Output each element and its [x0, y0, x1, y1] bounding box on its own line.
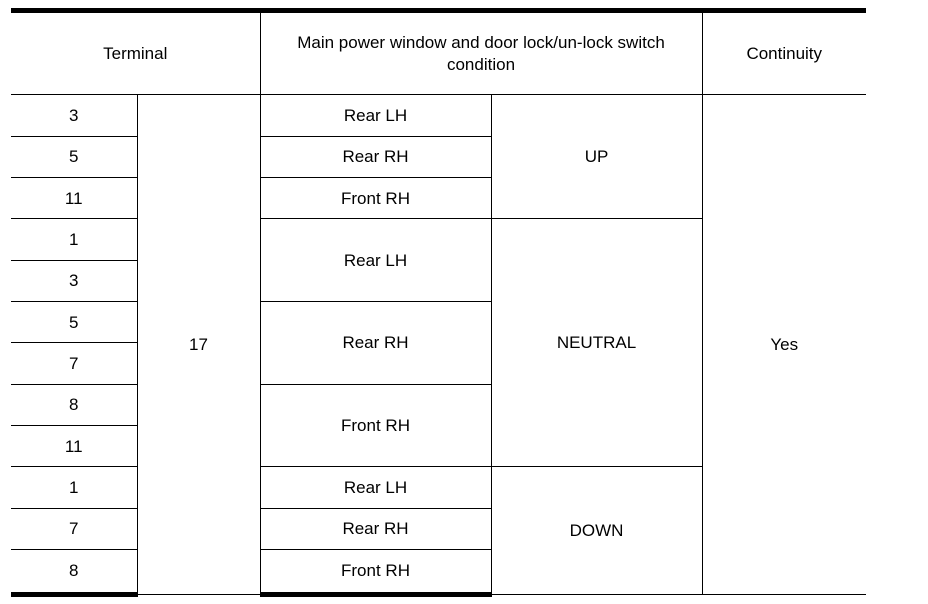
door-cell: Rear RH	[259, 135, 492, 179]
door-cell: Rear RH	[259, 301, 492, 385]
condition-cell-neutral: NEUTRAL	[490, 218, 703, 468]
door-cell: Rear RH	[259, 507, 492, 550]
terminal-cell: 3	[11, 259, 138, 303]
table-row: 8 Front RH	[11, 383, 866, 468]
door-cell: Front RH	[259, 548, 492, 598]
terminal-cell: 5	[11, 135, 138, 179]
condition-cell-up: UP	[490, 94, 703, 220]
terminal-cell: 11	[11, 424, 138, 468]
continuity-spec-table: Terminal Main power window and door lock…	[11, 7, 866, 598]
terminal-cell: 1	[11, 466, 138, 509]
table-row: 1 Rear LH DOWN	[11, 466, 866, 595]
door-cell: Rear LH	[259, 466, 492, 509]
continuity-cell: Yes	[701, 94, 866, 595]
terminal-cell: 11	[11, 177, 138, 220]
header-terminal: Terminal	[11, 7, 261, 96]
door-cell: Front RH	[259, 177, 492, 220]
terminal-cell: 1	[11, 218, 138, 261]
header-switch-condition: Main power window and door lock/un-lock …	[259, 7, 703, 96]
table-row: 11	[11, 424, 866, 468]
header-continuity: Continuity	[701, 7, 866, 96]
table-row: 3 17 Rear LH UP Yes	[11, 94, 866, 595]
table-header-row: Terminal Main power window and door lock…	[11, 7, 866, 96]
condition-cell-down: DOWN	[490, 466, 703, 595]
terminal-cell: 7	[11, 507, 138, 550]
terminal-group-cell: 17	[136, 94, 261, 595]
table-row: 5 Rear RH	[11, 301, 866, 385]
terminal-cell: 8	[11, 383, 138, 426]
door-cell: Rear LH	[259, 218, 492, 303]
table-row: 7 Rear RH	[11, 507, 866, 550]
continuity-spec-table-container: Terminal Main power window and door lock…	[11, 7, 866, 598]
door-cell: Front RH	[259, 383, 492, 468]
terminal-cell: 3	[11, 94, 138, 137]
door-cell: Rear LH	[259, 94, 492, 137]
table-row: 8 Front RH	[11, 548, 866, 598]
terminal-cell: 7	[11, 342, 138, 385]
terminal-cell: 8	[11, 548, 138, 598]
terminal-cell: 5	[11, 301, 138, 344]
